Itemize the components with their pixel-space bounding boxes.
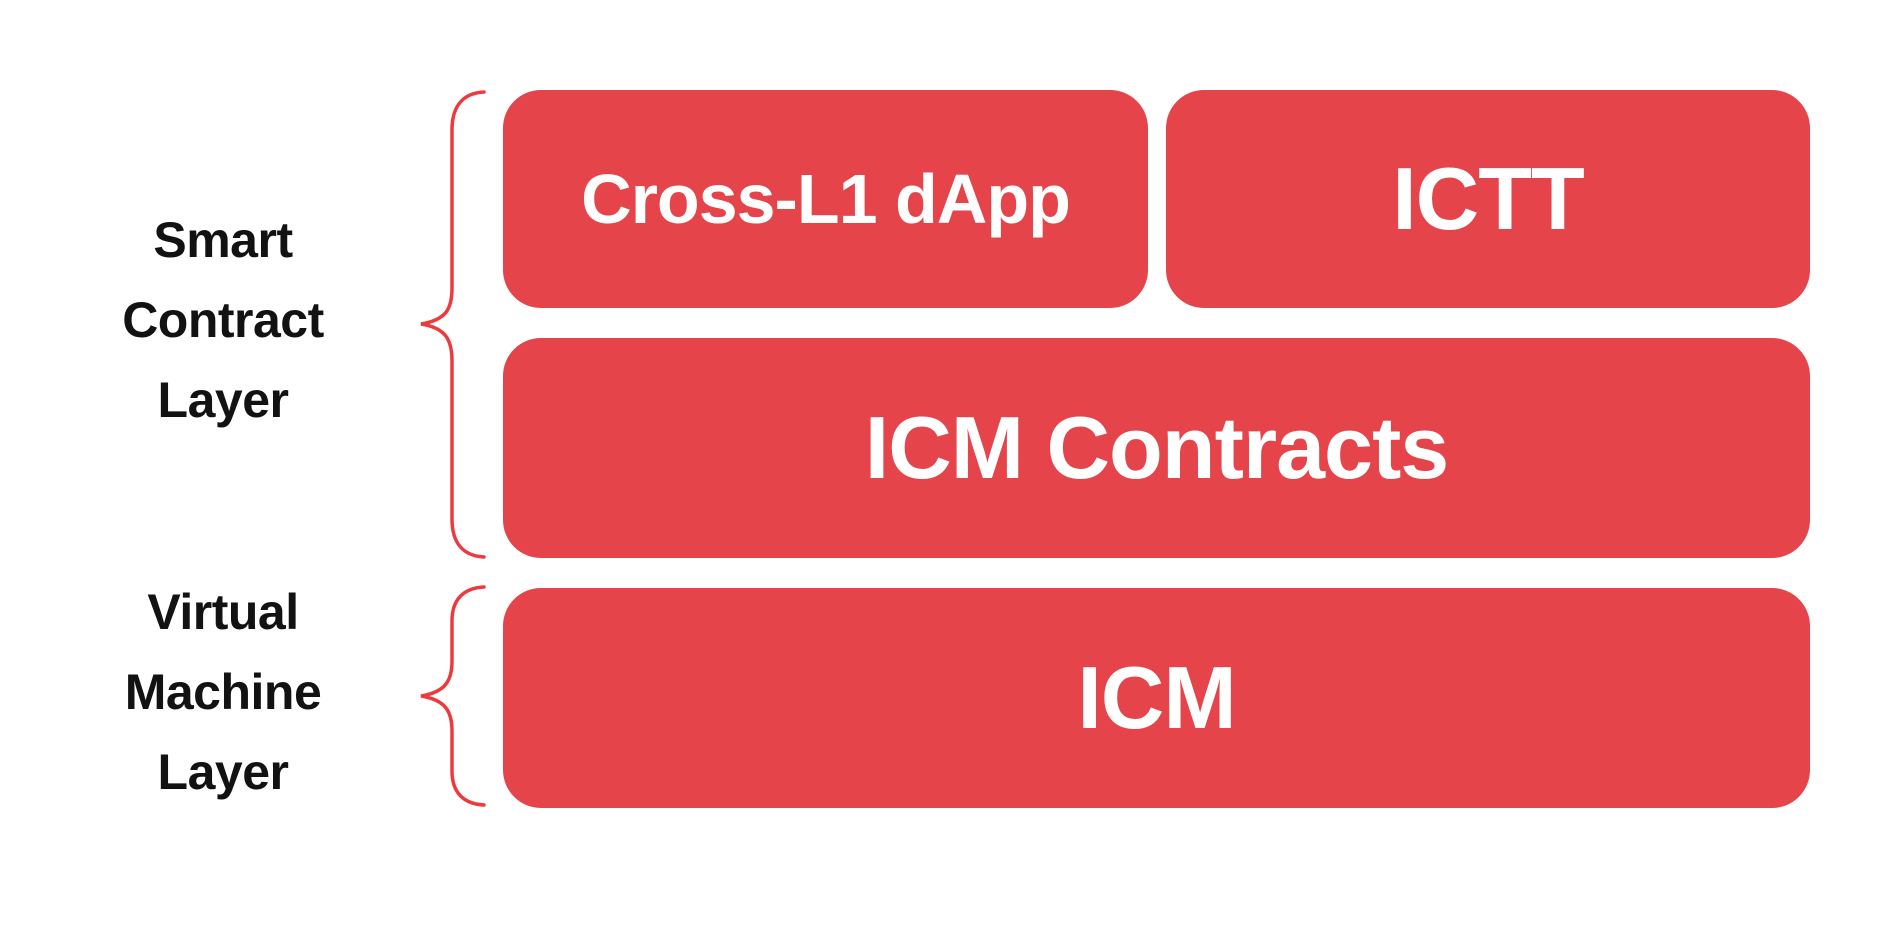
virtual-machine-layer-label: Virtual Machine Layer: [58, 572, 388, 812]
smart-contract-layer-label: Smart Contract Layer: [58, 200, 388, 440]
virtual-machine-layer-brace: [420, 585, 486, 807]
box-label: ICM: [1077, 648, 1236, 747]
smart-contract-layer-brace: [420, 90, 486, 559]
box-icm: ICM: [503, 588, 1810, 808]
label-line: Contract: [122, 292, 324, 348]
label-line: Smart: [153, 212, 293, 268]
label-line: Virtual: [147, 584, 299, 640]
label-line: Layer: [157, 372, 289, 428]
label-line: Layer: [157, 744, 289, 800]
label-line: Machine: [124, 664, 322, 720]
box-label: ICM Contracts: [864, 398, 1449, 497]
box-label: ICTT: [1392, 149, 1585, 248]
box-label: Cross-L1 dApp: [581, 160, 1071, 238]
box-ictt: ICTT: [1166, 90, 1810, 308]
box-cross-l1-dapp: Cross-L1 dApp: [503, 90, 1148, 308]
box-icm-contracts: ICM Contracts: [503, 338, 1810, 558]
